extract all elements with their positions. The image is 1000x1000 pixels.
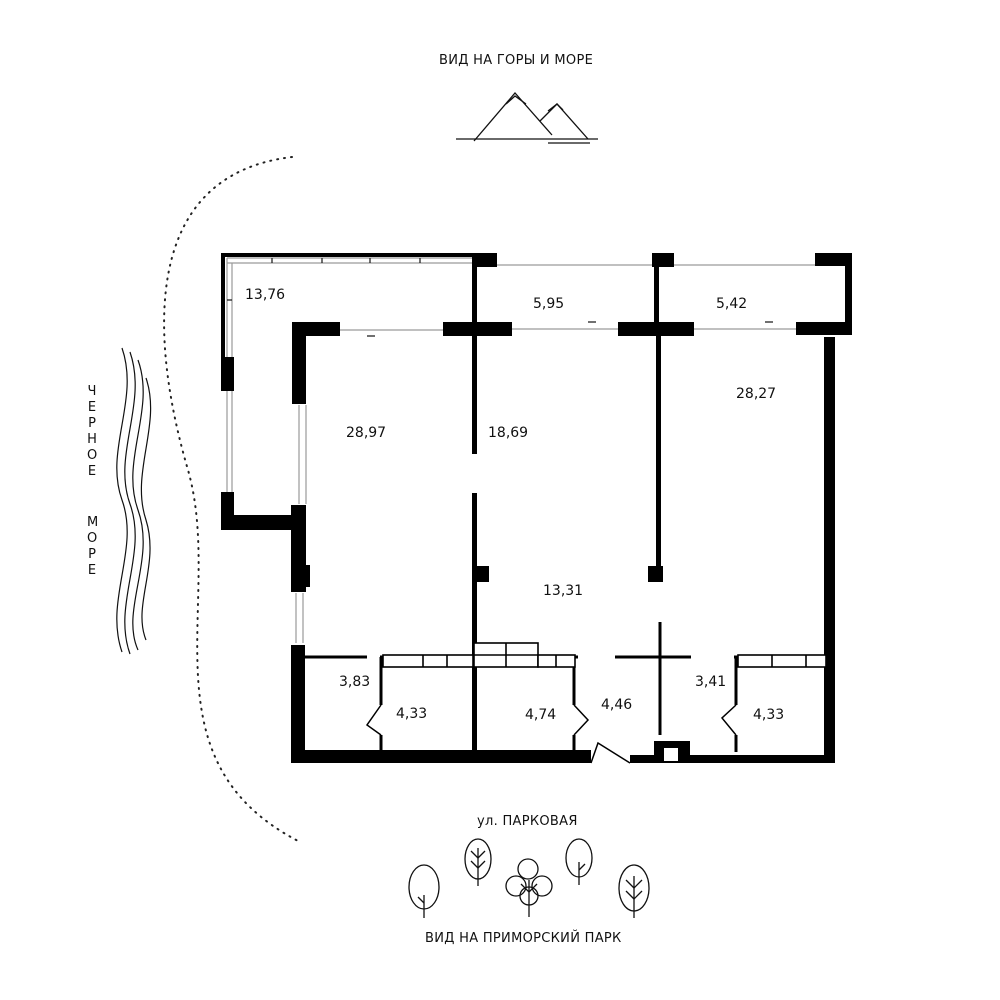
north-view-label: ВИД НА ГОРЫ И МОРЕ xyxy=(439,53,594,68)
area-bath-left: 4,33 xyxy=(396,706,428,722)
area-balcony-left: 13,76 xyxy=(245,287,286,303)
internal-partitions xyxy=(305,622,826,752)
doors xyxy=(365,704,737,764)
mountains-icon xyxy=(456,92,598,144)
area-entry: 4,46 xyxy=(601,697,633,713)
area-balcony-right: 5,42 xyxy=(716,296,748,312)
area-room-right: 28,27 xyxy=(736,386,777,402)
area-balcony-mid: 5,95 xyxy=(533,296,565,312)
window-ticks xyxy=(227,258,773,337)
area-closet-left: 3,83 xyxy=(339,674,371,690)
sea-label-text2: МОРЕ xyxy=(87,515,99,578)
area-closet-right: 3,41 xyxy=(695,674,727,690)
area-bath-mid: 4,74 xyxy=(525,707,557,723)
area-room-left: 28,97 xyxy=(346,425,387,441)
street-label: ул. ПАРКОВАЯ xyxy=(477,814,578,829)
walls xyxy=(221,253,852,763)
built-in-cabinets xyxy=(382,642,827,668)
glazing-lines xyxy=(226,257,818,643)
trees-icon xyxy=(408,838,650,918)
sea-label-word1: ЧЕРНОЕ xyxy=(82,384,102,480)
sea-label-word2: МОРЕ xyxy=(82,515,102,579)
waves-icon xyxy=(116,347,152,655)
sea-label-text1: ЧЕРНОЕ xyxy=(87,384,98,479)
area-room-mid: 18,69 xyxy=(488,425,529,441)
south-view-label: ВИД НА ПРИМОРСКИЙ ПАРК xyxy=(425,931,622,946)
shaft-opening xyxy=(664,748,678,761)
area-hall: 13,31 xyxy=(543,583,584,599)
area-bath-right: 4,33 xyxy=(753,707,785,723)
